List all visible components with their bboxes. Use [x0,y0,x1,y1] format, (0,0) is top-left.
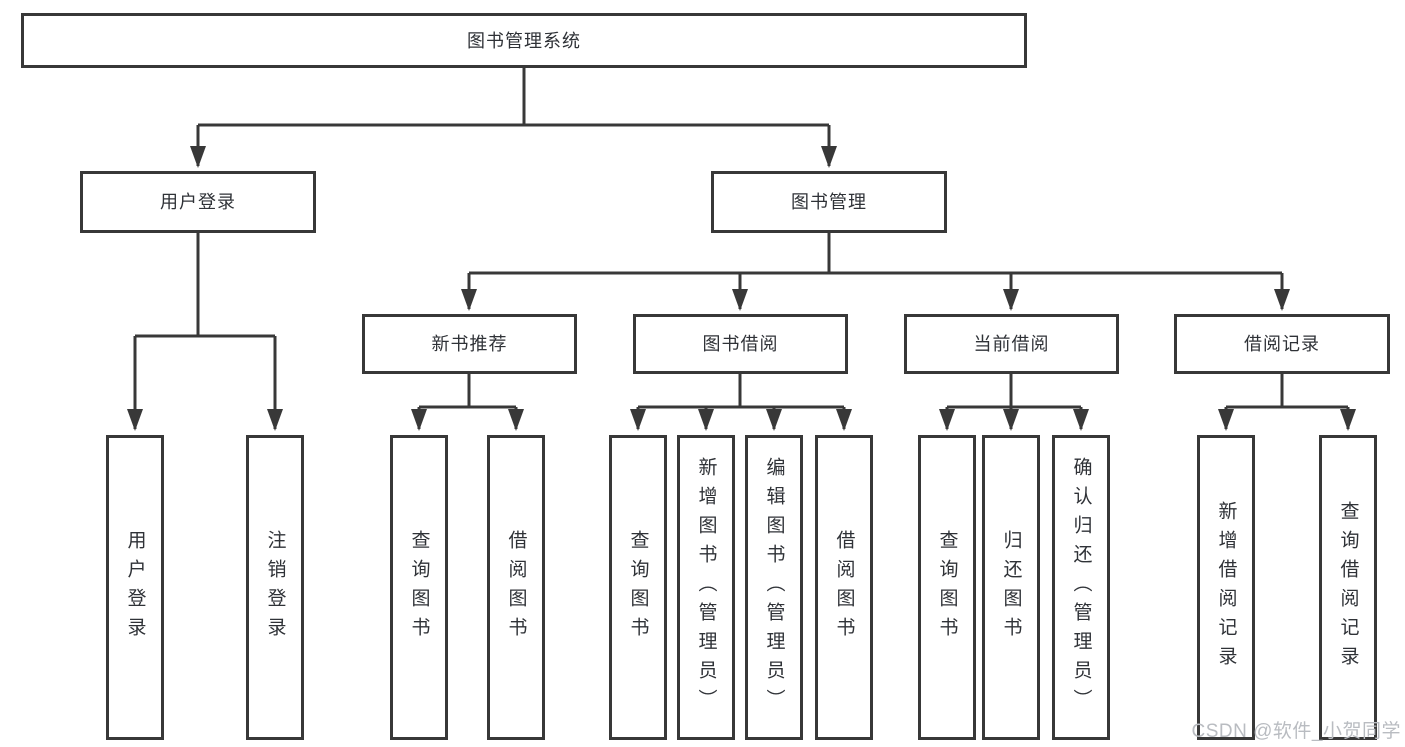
leaf-edit-book-admin: 编辑图书（管理员） [745,435,803,740]
leaf-confirm-return-admin: 确认归还（管理员） [1052,435,1110,740]
node-user-login: 用户登录 [80,171,316,233]
leaf-add-borrow-record: 新增借阅记录 [1197,435,1255,740]
leaf-logout: 注销登录 [246,435,304,740]
leaf-return-books: 归还图书 [982,435,1040,740]
node-book-management: 图书管理 [711,171,947,233]
leaf-query-books-current: 查询图书 [918,435,976,740]
watermark-csdn: CSDN @软件_小贺同学 [1191,721,1401,742]
leaf-query-books-borrow: 查询图书 [609,435,667,740]
leaf-user-login: 用户登录 [106,435,164,740]
leaf-borrow-books-recommend: 借阅图书 [487,435,545,740]
node-book-borrow: 图书借阅 [633,314,848,374]
node-borrow-records: 借阅记录 [1174,314,1390,374]
leaf-add-book-admin: 新增图书（管理员） [677,435,735,740]
leaf-query-books-recommend: 查询图书 [390,435,448,740]
leaf-borrow-books-borrow: 借阅图书 [815,435,873,740]
node-new-book-recommend: 新书推荐 [362,314,577,374]
node-library-system: 图书管理系统 [21,13,1027,68]
node-current-borrow: 当前借阅 [904,314,1119,374]
leaf-query-borrow-record: 查询借阅记录 [1319,435,1377,740]
